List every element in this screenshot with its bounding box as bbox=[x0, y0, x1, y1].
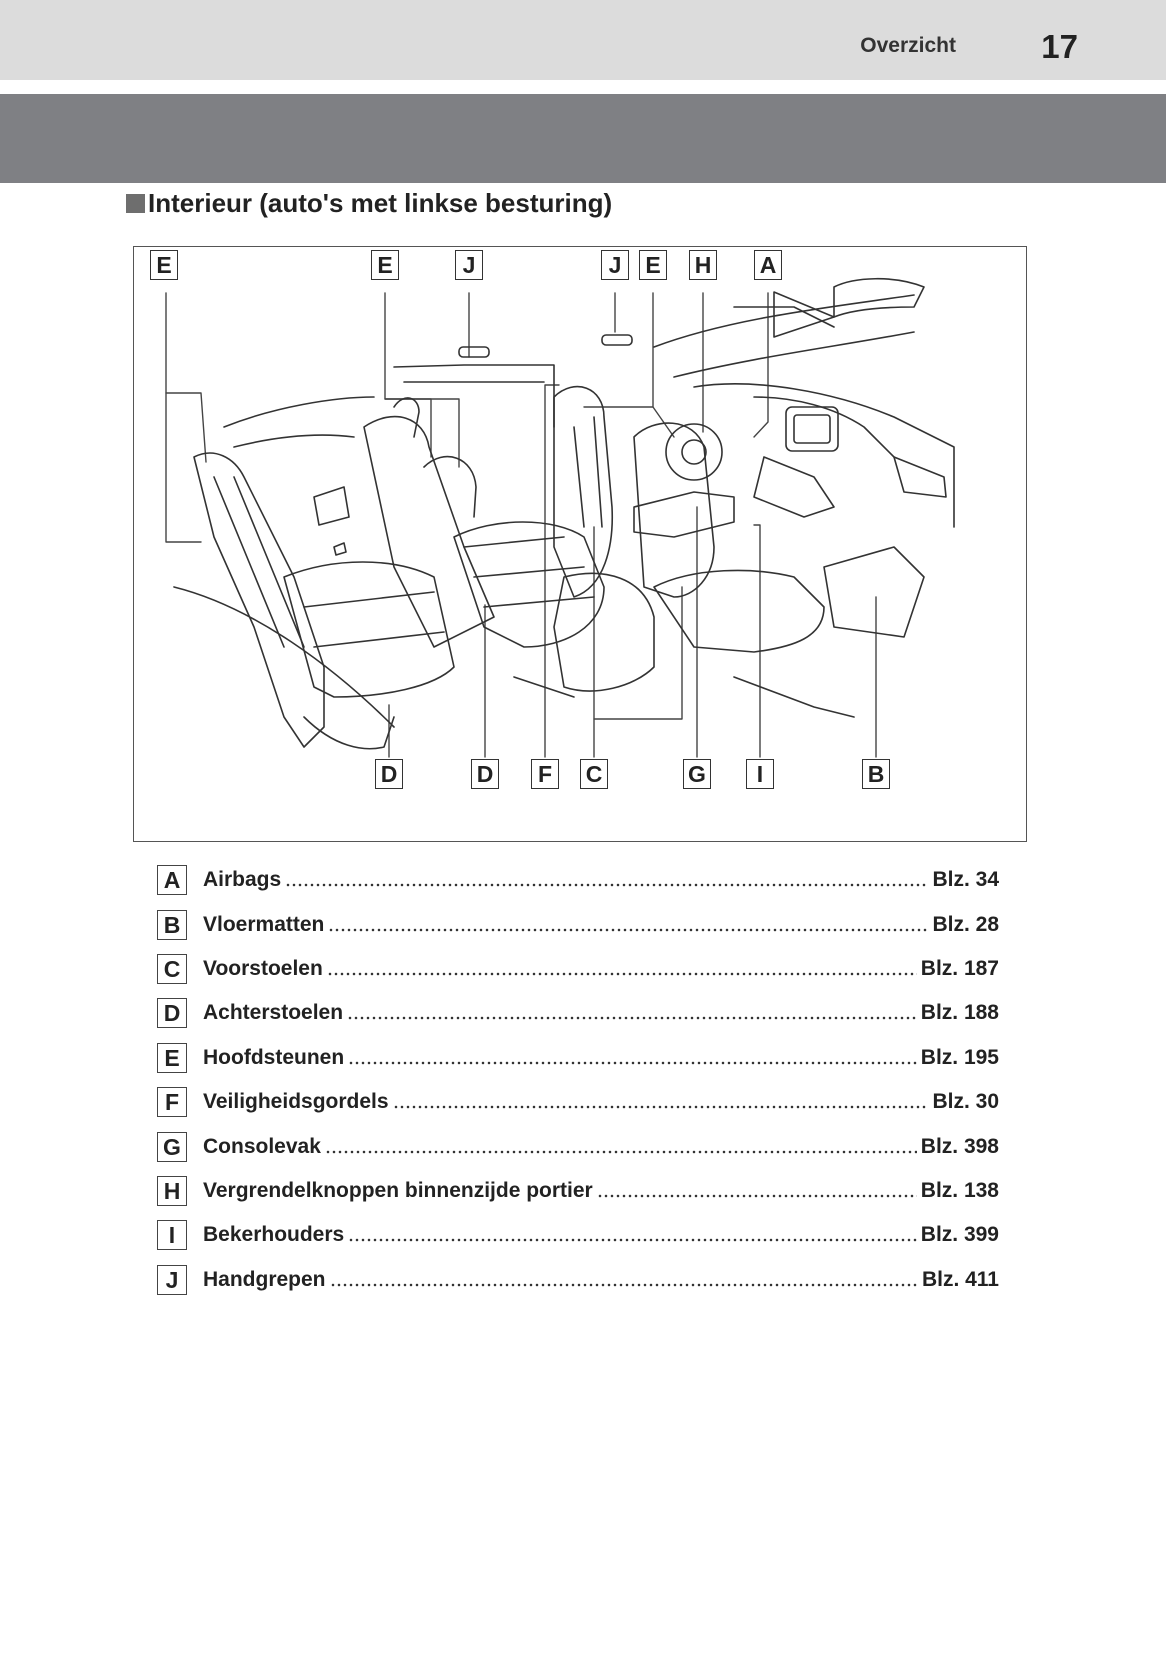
interior-illustration: E E J J E H A D D F C G I B bbox=[133, 246, 1027, 842]
interior-drawing bbox=[165, 277, 955, 758]
chapter-bar bbox=[0, 94, 1166, 183]
legend-key: A bbox=[157, 865, 187, 896]
leader-dots bbox=[285, 882, 929, 889]
legend-item-voorstoelen: C Voorstoelen Blz. 187 bbox=[157, 947, 999, 991]
legend-page-ref[interactable]: Blz. 195 bbox=[920, 1045, 999, 1069]
legend-term: Consolevak bbox=[203, 1134, 321, 1158]
page-number: 17 bbox=[1041, 28, 1078, 65]
legend-term: Handgrepen bbox=[203, 1267, 326, 1291]
legend-item-hoofdsteunen: E Hoofdsteunen Blz. 195 bbox=[157, 1036, 999, 1080]
callout-label: C bbox=[580, 759, 608, 789]
callout-label: J bbox=[455, 250, 483, 280]
callout-label: E bbox=[150, 250, 178, 280]
legend-page-ref[interactable]: Blz. 188 bbox=[920, 1001, 999, 1025]
section-name: Overzicht bbox=[860, 34, 956, 57]
legend-key: E bbox=[157, 1042, 187, 1073]
legend-term: Vergrendelknoppen binnenzijde portier bbox=[203, 1178, 593, 1202]
legend-page-ref[interactable]: Blz. 30 bbox=[932, 1090, 999, 1114]
leader-dots bbox=[324, 1148, 917, 1155]
callout-label: F bbox=[531, 759, 559, 789]
legend-key: I bbox=[157, 1220, 187, 1251]
callout-label: H bbox=[689, 250, 717, 280]
callout-label: J bbox=[601, 250, 629, 280]
legend-key: C bbox=[157, 953, 187, 984]
legend-item-vloermatten: B Vloermatten Blz. 28 bbox=[157, 902, 999, 946]
legend-term: Airbags bbox=[203, 868, 282, 892]
legend-list: A Airbags Blz. 34 B Vloermatten Blz. 28 … bbox=[157, 858, 999, 1302]
callout-label: B bbox=[862, 759, 890, 789]
legend-page-ref[interactable]: Blz. 398 bbox=[920, 1134, 999, 1158]
legend-term: Achterstoelen bbox=[203, 1001, 344, 1025]
heading-square-icon bbox=[126, 194, 145, 213]
callout-label: G bbox=[683, 759, 711, 789]
callout-label: D bbox=[471, 759, 499, 789]
legend-key: H bbox=[157, 1175, 187, 1206]
legend-page-ref[interactable]: Blz. 138 bbox=[920, 1178, 999, 1202]
callout-label: D bbox=[375, 759, 403, 789]
legend-page-ref[interactable]: Blz. 34 bbox=[932, 868, 999, 892]
header-band bbox=[0, 0, 1166, 80]
legend-key: D bbox=[157, 998, 187, 1029]
leader-dots bbox=[347, 1015, 917, 1022]
leader-dots bbox=[596, 1192, 917, 1199]
legend-item-bekerhouders: I Bekerhouders Blz. 399 bbox=[157, 1213, 999, 1257]
callout-label: A bbox=[754, 250, 782, 280]
legend-term: Bekerhouders bbox=[203, 1223, 345, 1247]
legend-term: Voorstoelen bbox=[203, 956, 323, 980]
legend-key: B bbox=[157, 909, 187, 940]
legend-key: G bbox=[157, 1131, 187, 1162]
legend-item-airbags: A Airbags Blz. 34 bbox=[157, 858, 999, 902]
legend-key: F bbox=[157, 1087, 187, 1118]
legend-page-ref[interactable]: Blz. 187 bbox=[920, 956, 999, 980]
legend-item-handgrepen: J Handgrepen Blz. 411 bbox=[157, 1258, 999, 1302]
legend-key: J bbox=[157, 1264, 187, 1295]
heading-text: Interieur (auto's met linkse besturing) bbox=[148, 188, 613, 218]
legend-page-ref[interactable]: Blz. 399 bbox=[920, 1223, 999, 1247]
leader-dots bbox=[329, 1281, 918, 1288]
leader-dots bbox=[326, 970, 917, 977]
leader-dots bbox=[328, 926, 929, 933]
leader-dots bbox=[348, 1059, 917, 1066]
callout-label: E bbox=[639, 250, 667, 280]
legend-page-ref[interactable]: Blz. 28 bbox=[932, 912, 999, 936]
callout-label: E bbox=[371, 250, 399, 280]
callout-label: I bbox=[746, 759, 774, 789]
legend-page-ref[interactable]: Blz. 411 bbox=[921, 1267, 999, 1291]
legend-item-veiligheidsgordels: F Veiligheidsgordels Blz. 30 bbox=[157, 1080, 999, 1124]
legend-term: Veiligheidsgordels bbox=[203, 1090, 389, 1114]
legend-item-consolevak: G Consolevak Blz. 398 bbox=[157, 1124, 999, 1168]
legend-item-vergrendelknoppen: H Vergrendelknoppen binnenzijde portier … bbox=[157, 1169, 999, 1213]
leader-dots bbox=[392, 1104, 929, 1111]
legend-term: Vloermatten bbox=[203, 912, 325, 936]
leader-dots bbox=[348, 1237, 917, 1244]
section-heading: Interieur (auto's met linkse besturing) bbox=[126, 188, 612, 219]
legend-term: Hoofdsteunen bbox=[203, 1045, 345, 1069]
legend-item-achterstoelen: D Achterstoelen Blz. 188 bbox=[157, 991, 999, 1035]
